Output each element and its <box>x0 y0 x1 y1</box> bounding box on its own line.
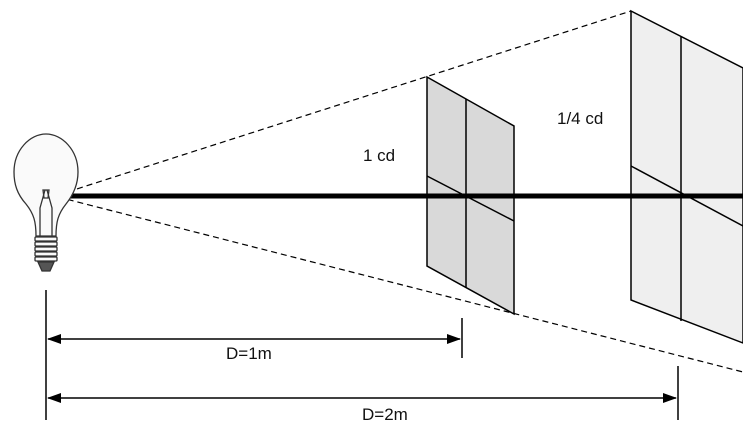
dimension-lines <box>45 290 679 420</box>
far-intensity-label: 1/4 cd <box>557 109 604 128</box>
light-bulb-icon <box>13 133 79 272</box>
near-distance-label: D=1m <box>226 344 272 363</box>
light-cone <box>57 10 743 373</box>
far-distance-label: D=2m <box>362 405 408 424</box>
near-intensity-label: 1 cd <box>363 146 396 165</box>
far-panel <box>630 9 743 344</box>
